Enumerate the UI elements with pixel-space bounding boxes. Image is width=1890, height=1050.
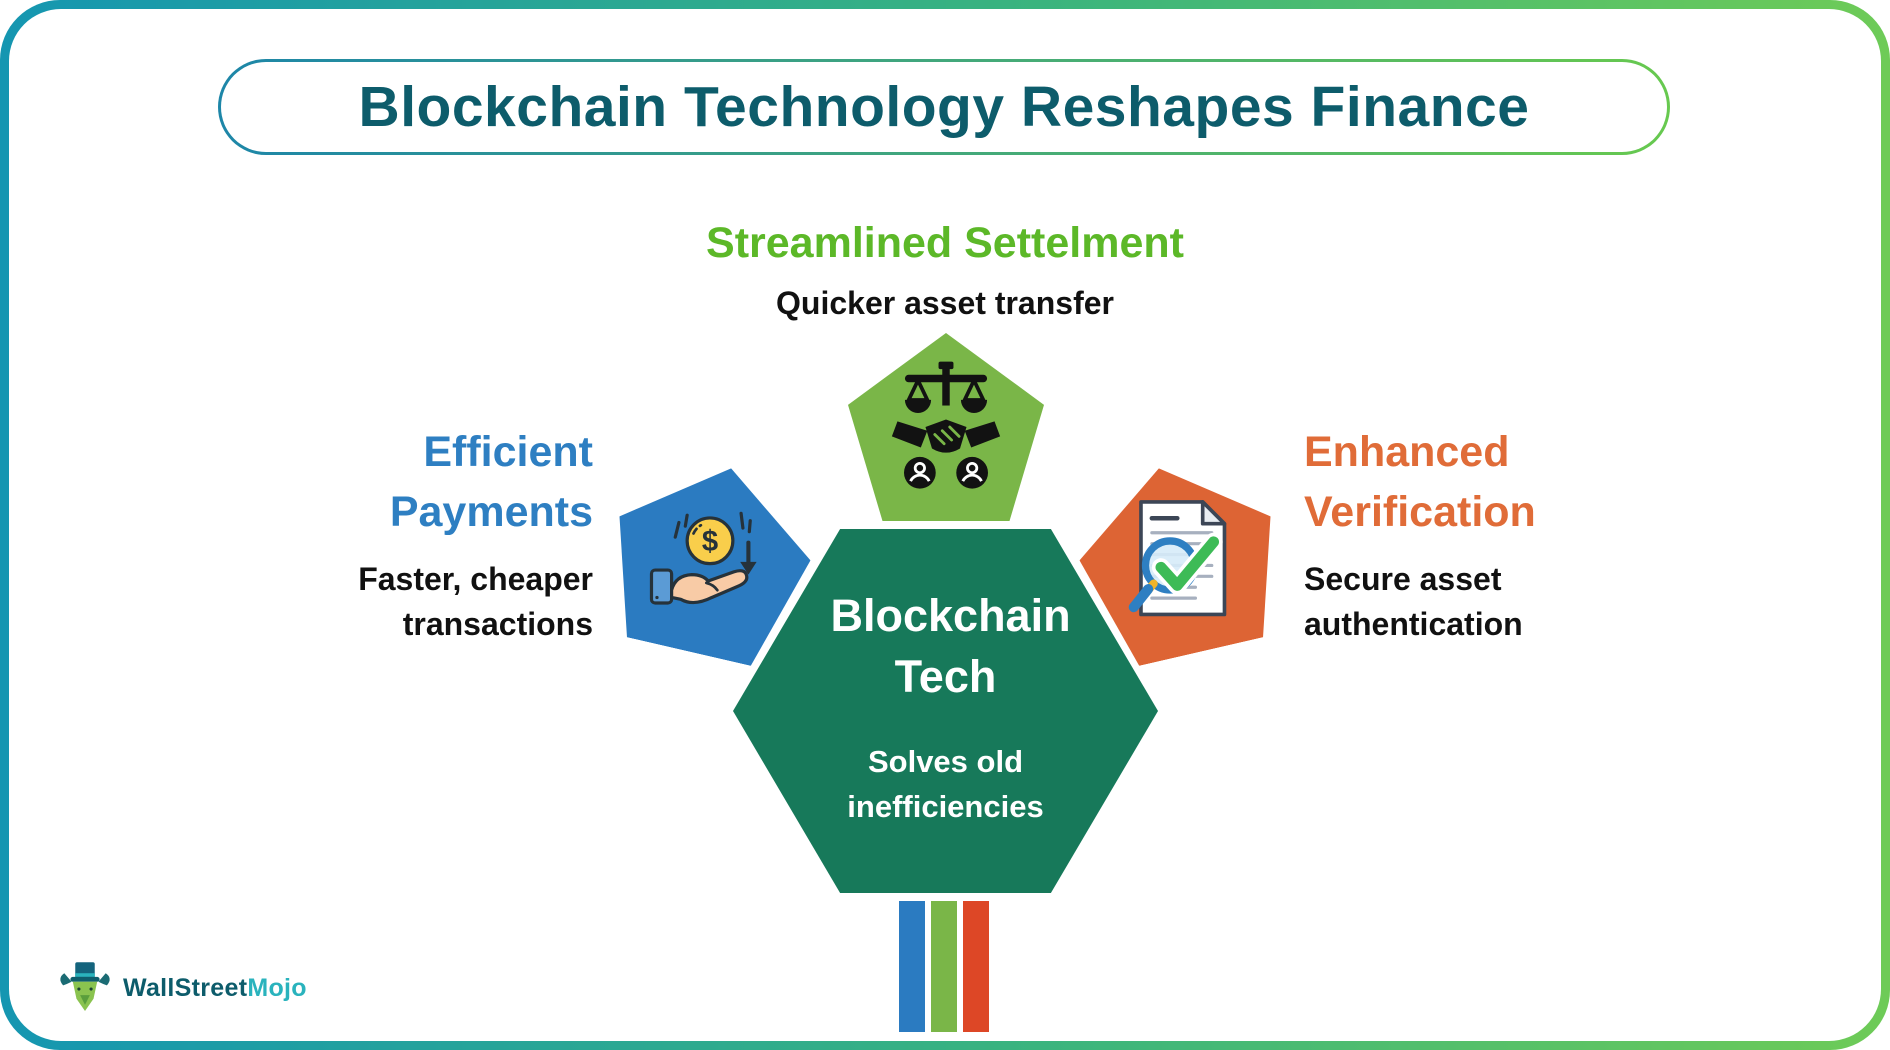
wallstreetmojo-logo: WallStreetMojo bbox=[57, 957, 307, 1020]
brand-part2: Mojo bbox=[247, 974, 307, 1002]
title-box: Blockchain Technology Reshapes Finance bbox=[218, 59, 1670, 155]
payments-subtext: Faster, cheaper transactions bbox=[358, 561, 593, 642]
verification-heading: Enhanced Verification bbox=[1304, 428, 1536, 536]
infographic-canvas: Blockchain Technology Reshapes Finance S… bbox=[9, 9, 1881, 1041]
payments-heading: Efficient Payments bbox=[389, 428, 593, 536]
verification-subtext: Secure asset authentication bbox=[1304, 561, 1523, 642]
svg-text:$: $ bbox=[702, 526, 718, 558]
stripe-orange bbox=[963, 901, 989, 1032]
page-title: Blockchain Technology Reshapes Finance bbox=[358, 75, 1530, 139]
document-check-icon bbox=[1121, 496, 1239, 624]
hand-coin-icon: $ bbox=[646, 500, 774, 620]
settlement-subtext: Quicker asset transfer bbox=[776, 285, 1114, 321]
brand-text: WallStreetMojo bbox=[123, 974, 307, 1003]
brand-part1: WallStreet bbox=[123, 974, 248, 1002]
settlement-heading: Streamlined Settelment bbox=[706, 219, 1184, 267]
verification-pentagon bbox=[1063, 446, 1296, 673]
center-title: Blockchain Tech bbox=[830, 590, 1071, 702]
bull-tophat-logo bbox=[57, 957, 113, 1020]
stripe-blue bbox=[899, 901, 925, 1032]
title-box-inner: Blockchain Technology Reshapes Finance bbox=[221, 62, 1667, 152]
center-subtitle: Solves old inefficiencies bbox=[847, 744, 1044, 824]
scales-handshake-icon bbox=[890, 360, 1002, 494]
stripe-green bbox=[931, 901, 957, 1032]
settlement-pentagon bbox=[848, 333, 1044, 521]
payments-pentagon: $ bbox=[593, 446, 826, 673]
